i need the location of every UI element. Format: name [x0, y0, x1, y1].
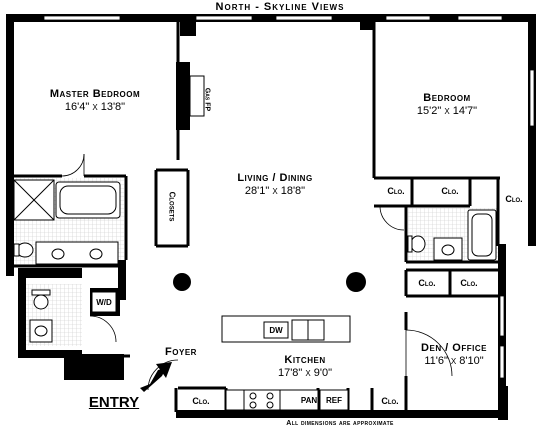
room-dim-bedroom: 15'2" x 14'7" — [416, 105, 478, 117]
room-name-kitchen: Kitchen — [284, 354, 326, 366]
room-dim-living-dining: 28'1" x 18'8" — [244, 185, 306, 197]
closet-label: Clo. — [460, 278, 478, 288]
pantry-label: PAN — [300, 396, 318, 405]
washer-dryer-label: W/D — [96, 298, 112, 307]
interior-walls — [12, 22, 500, 412]
entry-label: ENTRY — [88, 394, 140, 411]
room-name-master-bedroom: Master Bedroom — [49, 88, 141, 100]
kitchen-fixtures — [221, 315, 351, 411]
closet-label: Clo. — [387, 186, 405, 196]
windows — [43, 15, 535, 379]
room-name-bedroom: Bedroom — [423, 92, 471, 104]
dishwasher — [263, 321, 289, 339]
washer-dryer — [91, 291, 117, 313]
closets-label: Closets — [167, 191, 177, 222]
toilet — [410, 235, 426, 253]
page-title: North - Skyline Views — [215, 1, 345, 13]
room-dim-den-office: 11'6" x 8'10" — [424, 355, 484, 367]
column — [346, 272, 366, 292]
room-name-den-office: Den / Office — [421, 342, 487, 354]
bath-fixtures — [13, 179, 497, 343]
footer-note: All dimensions are approximate — [286, 420, 394, 427]
closet-label: Clo. — [381, 396, 399, 406]
entry-arrow-icon — [140, 362, 172, 392]
room-name-living-dining: Living / Dining — [237, 172, 313, 184]
column — [173, 273, 191, 291]
room-dim-kitchen: 17'8" x 9'0" — [277, 367, 333, 379]
closet-label: Clo. — [505, 194, 523, 204]
room-name-foyer: Foyer — [165, 346, 197, 358]
range — [243, 389, 281, 411]
refrigerator-label: REF — [326, 396, 342, 405]
columns — [173, 272, 366, 292]
closet-label: Clo. — [418, 278, 436, 288]
closet-label: Clo. — [92, 362, 110, 372]
dishwasher-label: DW — [269, 326, 283, 335]
vanity — [35, 241, 119, 265]
closet-label: Clo. — [441, 186, 459, 196]
refrigerator — [319, 389, 349, 411]
gas-fireplace-label: Gas FP — [203, 87, 211, 112]
closet-label: Clo. — [192, 396, 210, 406]
fireplace — [189, 75, 205, 117]
toilet — [33, 294, 49, 310]
room-dim-master-bedroom: 16'4" x 13'8" — [64, 101, 126, 113]
